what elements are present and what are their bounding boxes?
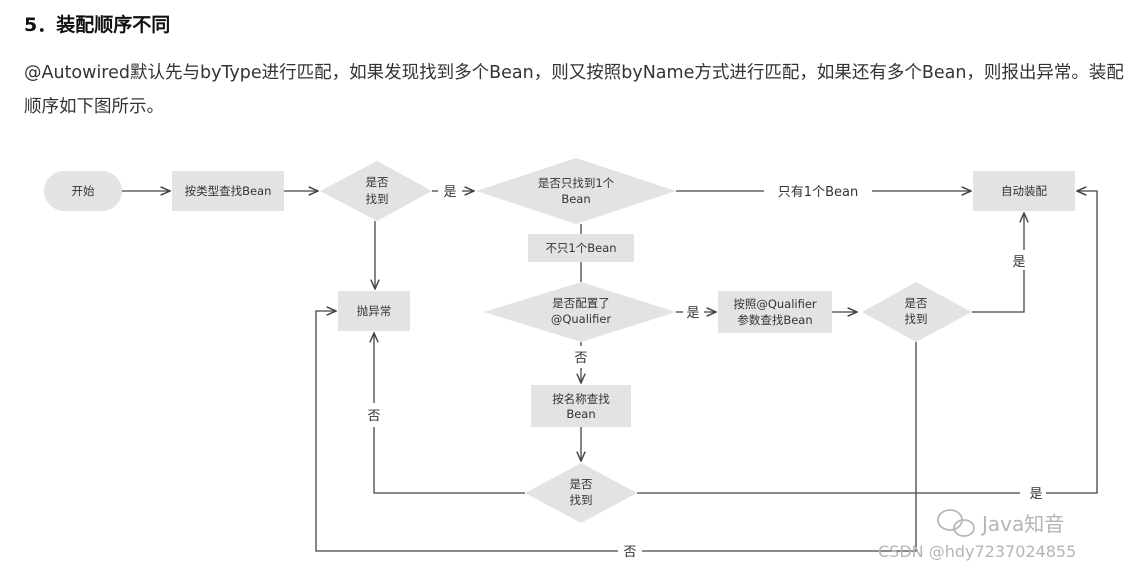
throw-exception-node [338,291,410,331]
find-by-qualifier-node [718,291,832,333]
find-by-qualifier-line1: 按照@Qualifier [733,297,817,311]
found-decision-2-line2: 找到 [905,312,928,326]
edge-label-no-qualifier: 否 [574,351,587,366]
find-by-name-line1: 按名称查找 [552,392,610,406]
has-qualifier-line2: @Qualifier [551,312,612,326]
edge-decision3-no-left [373,427,525,494]
start-label: 开始 [72,184,95,198]
find-by-name-line2: Bean [566,407,595,421]
find-by-type-label: 按类型查找Bean [185,184,272,198]
found-decision-2-line1: 是否 [905,296,928,310]
has-qualifier-line1: 是否配置了 [552,296,610,310]
edge-label-yes-found1: 是 [443,185,456,200]
edge-decision2-yes-up [972,270,1025,313]
edge-label-yes-bottom: 是 [1029,487,1042,502]
found-decision-1-line1: 是否 [366,175,389,189]
wechat-watermark: Java知音 [980,512,1064,536]
start-node [44,171,122,211]
autowire-node [973,171,1075,211]
throw-exception-label: 抛异常 [357,304,392,318]
autowire-label: 自动装配 [1001,184,1047,198]
section-title: 5．装配顺序不同 [24,14,171,36]
found-decision-1 [320,161,432,221]
only-one-line2: Bean [561,192,590,206]
intro-paragraph: @Autowired默认先与byType进行匹配，如果发现找到多个Bean，则又… [24,63,1124,117]
not-only-one-label: 不只1个Bean [545,241,616,255]
wechat-icon [937,509,975,537]
only-one-decision [476,158,676,224]
edge-label-yes-qualifier: 是 [686,306,699,321]
csdn-watermark: CSDN @hdy7237024855 [878,542,1076,561]
find-by-type-node [172,171,284,211]
find-by-qualifier-line2: 参数查找Bean [737,313,812,327]
found-decision-3 [525,463,637,523]
edge-decision2-no-b [315,311,618,552]
find-by-name-node [531,385,631,427]
has-qualifier-decision [484,282,676,342]
only-one-line1: 是否只找到1个 [538,176,615,190]
found-decision-2 [862,282,972,342]
edge-label-only-one-bean: 只有1个Bean [778,185,858,200]
edge-label-no-left: 否 [367,409,380,424]
edge-decision3-yes-right-b [1046,191,1098,494]
found-decision-3-line2: 找到 [570,493,593,507]
edge-label-yes-up: 是 [1012,255,1025,270]
found-decision-1-line2: 找到 [366,192,389,206]
edge-decision2-no-a [642,342,917,552]
not-only-one-node [528,234,634,262]
edge-label-no-bottom: 否 [623,545,636,560]
found-decision-3-line1: 是否 [570,477,593,491]
